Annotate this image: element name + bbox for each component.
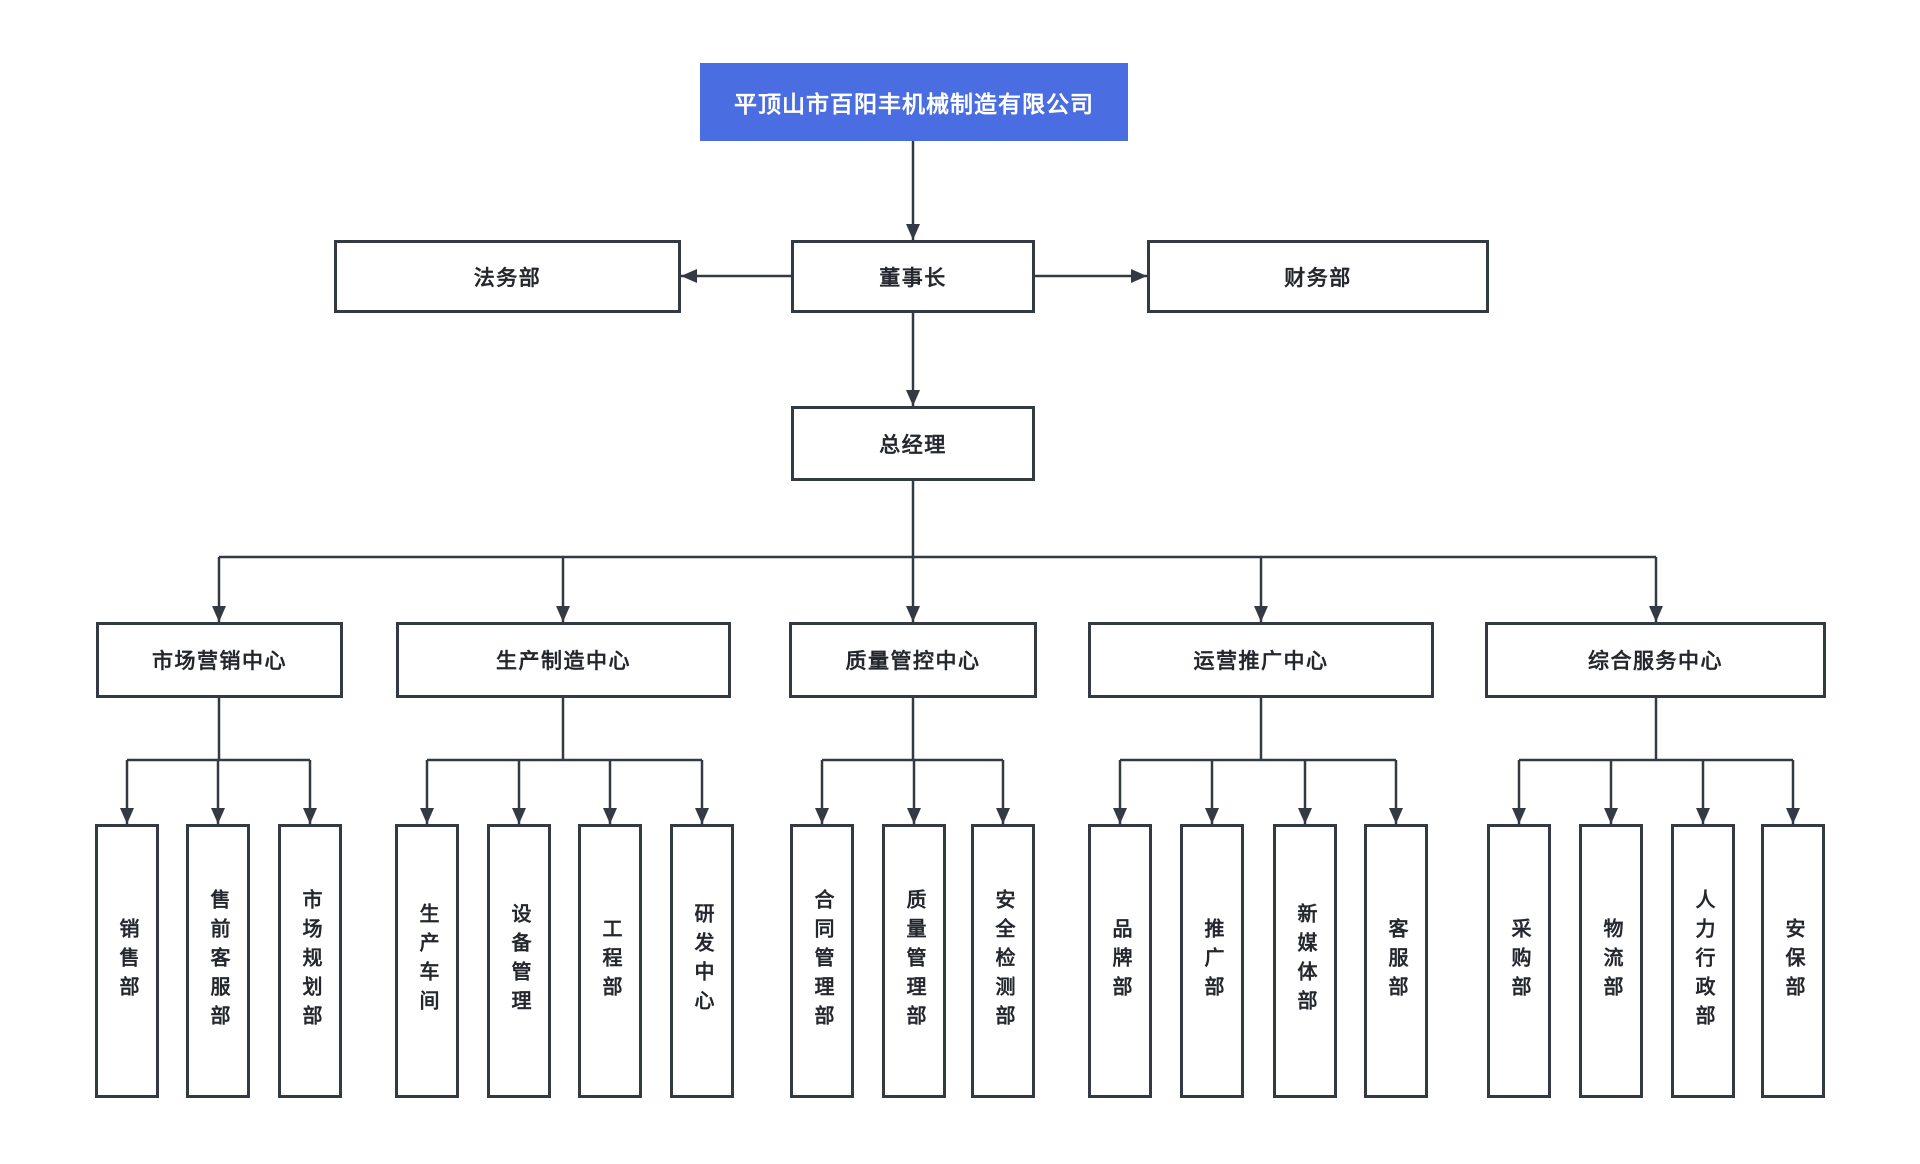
center-box-operations: 运营推广中心 — [1088, 622, 1434, 698]
dept-box-production-workshop: 生产车间 — [395, 824, 459, 1098]
center-label-quality: 质量管控中心 — [845, 650, 981, 673]
dept-label-production-workshop: 生产车间 — [416, 903, 438, 1019]
dept-box-equipment-management: 设备管理 — [487, 824, 551, 1098]
legal-dept-box: 法务部 — [334, 240, 681, 313]
center-label-production: 生产制造中心 — [496, 650, 631, 673]
dept-box-new-media: 新媒体部 — [1273, 824, 1337, 1098]
finance-dept-label: 财务部 — [1284, 266, 1352, 290]
dept-label-market-planning: 市场规划部 — [299, 888, 321, 1034]
dept-label-rd-center: 研发中心 — [691, 903, 713, 1019]
dept-label-equipment-management: 设备管理 — [508, 903, 530, 1019]
center-box-production: 生产制造中心 — [396, 622, 731, 698]
dept-box-hr-admin: 人力行政部 — [1671, 824, 1735, 1098]
dept-box-sales: 销售部 — [95, 824, 159, 1098]
general-manager-label: 总经理 — [879, 433, 947, 457]
dept-label-contract-management: 合同管理部 — [811, 888, 833, 1034]
dept-label-logistics: 物流部 — [1600, 917, 1622, 1005]
dept-box-security: 安保部 — [1761, 824, 1825, 1098]
dept-box-presales-service: 售前客服部 — [186, 824, 250, 1098]
dept-box-logistics: 物流部 — [1579, 824, 1643, 1098]
center-label-marketing: 市场营销中心 — [152, 650, 287, 673]
dept-box-safety-inspection: 安全检测部 — [971, 824, 1035, 1098]
center-box-services: 综合服务中心 — [1485, 622, 1826, 698]
dept-label-customer-service: 客服部 — [1385, 917, 1407, 1005]
dept-box-rd-center: 研发中心 — [670, 824, 734, 1098]
dept-label-presales-service: 售前客服部 — [207, 888, 229, 1034]
dept-box-quality-management: 质量管理部 — [882, 824, 946, 1098]
center-label-operations: 运营推广中心 — [1193, 650, 1329, 673]
dept-label-sales: 销售部 — [116, 917, 138, 1005]
chairman-box: 董事长 — [791, 240, 1035, 313]
dept-box-purchasing: 采购部 — [1487, 824, 1551, 1098]
center-box-marketing: 市场营销中心 — [96, 622, 343, 698]
company-root-box: 平顶山市百阳丰机械制造有限公司 — [700, 63, 1128, 141]
dept-label-quality-management: 质量管理部 — [903, 888, 925, 1034]
dept-label-security: 安保部 — [1782, 917, 1804, 1005]
legal-dept-label: 法务部 — [473, 266, 542, 290]
center-box-quality: 质量管控中心 — [789, 622, 1037, 698]
finance-dept-box: 财务部 — [1147, 240, 1489, 313]
dept-label-promotion: 推广部 — [1201, 917, 1223, 1005]
dept-label-brand: 品牌部 — [1109, 917, 1131, 1005]
general-manager-box: 总经理 — [791, 406, 1035, 481]
company-root-label: 平顶山市百阳丰机械制造有限公司 — [734, 91, 1094, 117]
dept-box-promotion: 推广部 — [1180, 824, 1244, 1098]
dept-label-engineering: 工程部 — [599, 917, 621, 1005]
dept-label-hr-admin: 人力行政部 — [1692, 888, 1714, 1034]
center-label-services: 综合服务中心 — [1588, 650, 1723, 673]
dept-label-purchasing: 采购部 — [1508, 917, 1530, 1005]
dept-box-contract-management: 合同管理部 — [790, 824, 854, 1098]
dept-label-new-media: 新媒体部 — [1294, 903, 1316, 1019]
chairman-label: 董事长 — [879, 266, 947, 290]
dept-box-customer-service: 客服部 — [1364, 824, 1428, 1098]
dept-box-market-planning: 市场规划部 — [278, 824, 342, 1098]
dept-label-safety-inspection: 安全检测部 — [992, 888, 1014, 1034]
dept-box-brand: 品牌部 — [1088, 824, 1152, 1098]
dept-box-engineering: 工程部 — [578, 824, 642, 1098]
